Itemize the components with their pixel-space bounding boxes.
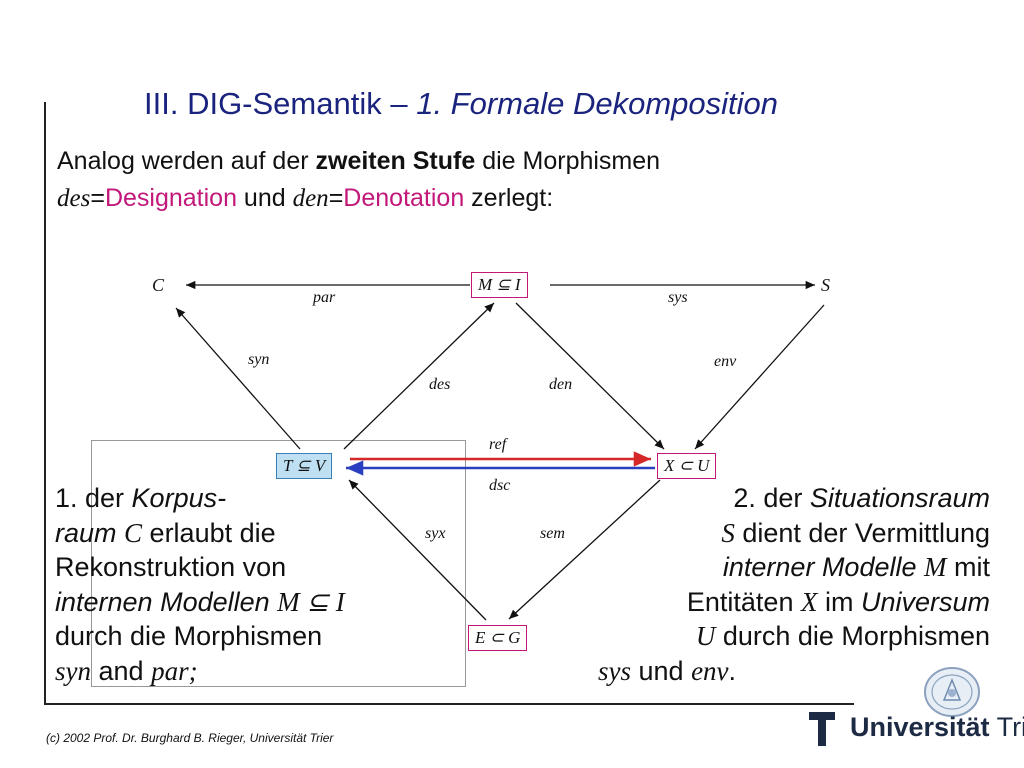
slide-bottom-rule (44, 703, 854, 705)
des-eq: = (90, 184, 105, 212)
logo-bold: Universität (850, 712, 990, 742)
right-r2b: dient der Vermittlung (734, 517, 990, 548)
left-line-3: Rekonstruktion von (55, 552, 287, 582)
label-sys: sys (668, 289, 688, 306)
label-syx: syx (425, 525, 446, 542)
left-l4a: internen Modellen (55, 586, 278, 617)
label-par: par (313, 289, 336, 306)
right-line-4: Entitäten X im Universum (560, 585, 990, 620)
node-c: C (152, 275, 165, 295)
university-logo-icon (809, 712, 835, 746)
left-l1b: Korpus- (131, 483, 227, 513)
slide-left-rule (44, 102, 46, 705)
den-arrow (515, 302, 665, 450)
right-r4c: im (817, 586, 861, 617)
left-l6b: and (91, 655, 152, 686)
left-line-2: raum C erlaubt die (55, 516, 345, 551)
label-den: den (549, 376, 573, 393)
copyright-footer: (c) 2002 Prof. Dr. Burghard B. Rieger, U… (46, 731, 334, 745)
left-line-6: syn and par; (55, 654, 345, 689)
left-line-4: internen Modellen M ⊆ I (55, 585, 345, 620)
right-r3a: interner Modelle (722, 552, 924, 582)
title-prefix: III. DIG-Semantik – (144, 86, 417, 121)
sem-arrow (508, 479, 661, 620)
right-line-3: interner Modelle M mit (560, 550, 990, 585)
right-r6a: sys (598, 655, 631, 686)
label-dsc: dsc (489, 477, 511, 494)
right-line-1: 2. der Situationsraum (560, 481, 990, 516)
right-line-6: sys und env. (560, 654, 990, 689)
left-explanation: 1. der Korpus- raum C erlaubt die Rekons… (55, 481, 345, 688)
des-symbol: des (57, 185, 91, 212)
denotation-word: Denotation (343, 184, 465, 212)
label-ref: ref (489, 436, 507, 453)
left-l2a: raum (55, 517, 125, 548)
university-seal-icon (924, 667, 980, 717)
designation-word: Designation (104, 184, 237, 212)
university-logo-text: Universität Trier (850, 712, 1024, 743)
slide-title: III. DIG-Semantik – 1. Formale Dekomposi… (144, 86, 778, 122)
node-s: S (821, 275, 830, 295)
node-x-subset-u: X ⊂ U (657, 453, 717, 479)
right-r4d: Universum (860, 586, 990, 617)
right-r5a: U (695, 621, 716, 651)
left-l6c: par; (151, 655, 198, 686)
syn-arrow (175, 307, 301, 450)
title-italic: 1. Formale Dekomposition (416, 86, 779, 121)
right-line-5: U durch die Morphismen (560, 619, 990, 654)
env-arrow (694, 304, 825, 450)
right-r1a: 2. der (733, 483, 810, 513)
syx-arrow (348, 479, 487, 621)
node-m-subset-i: M ⊆ I (471, 272, 528, 298)
left-l4b: M ⊆ I (277, 586, 345, 617)
left-line-5: durch die Morphismen (55, 621, 323, 651)
intro-text: Analog werden auf der zweiten Stufe die … (57, 143, 660, 217)
right-r6b: und (631, 655, 692, 686)
label-env: env (714, 353, 737, 370)
left-l2b: C (124, 517, 143, 548)
label-sem: sem (540, 525, 565, 542)
den-eq: = (328, 184, 344, 212)
right-r3b: M (924, 552, 947, 582)
den-symbol: den (292, 185, 329, 212)
right-r4b: X (800, 586, 818, 617)
des-arrow (343, 302, 495, 450)
label-des: des (429, 376, 451, 393)
right-r3c: mit (946, 552, 990, 582)
intro-tail: zerlegt: (464, 184, 554, 212)
right-explanation: 2. der Situationsraum S dient der Vermit… (560, 481, 990, 688)
left-l6a: syn (55, 655, 91, 686)
label-syn: syn (248, 351, 270, 368)
left-line-1: 1. der Korpus- (55, 481, 345, 516)
right-r5b: durch die Morphismen (715, 621, 990, 651)
intro-text-b: die Morphismen (475, 147, 661, 175)
right-r6c: env (691, 655, 729, 686)
left-l2c: erlaubt die (142, 517, 276, 548)
right-r6d: . (728, 655, 737, 686)
intro-text-a: Analog werden auf der (57, 147, 316, 175)
right-line-2: S dient der Vermittlung (560, 516, 990, 551)
logo-normal: Trier (996, 712, 1024, 742)
intro-line-1: Analog werden auf der zweiten Stufe die … (57, 143, 660, 180)
right-r1b: Situationsraum (809, 483, 990, 513)
inset-figure-frame (91, 440, 466, 687)
intro-line-2: des=Designation und den=Denotation zerle… (57, 180, 660, 217)
right-r4a: Entitäten (686, 586, 801, 617)
left-l1a: 1. der (55, 483, 132, 513)
right-r2a: S (721, 517, 735, 548)
node-t-subset-v: T ⊆ V (276, 453, 333, 479)
und-word: und (236, 184, 293, 212)
node-e-subset-g: E ⊂ G (468, 625, 528, 651)
intro-bold: zweiten Stufe (315, 147, 476, 175)
